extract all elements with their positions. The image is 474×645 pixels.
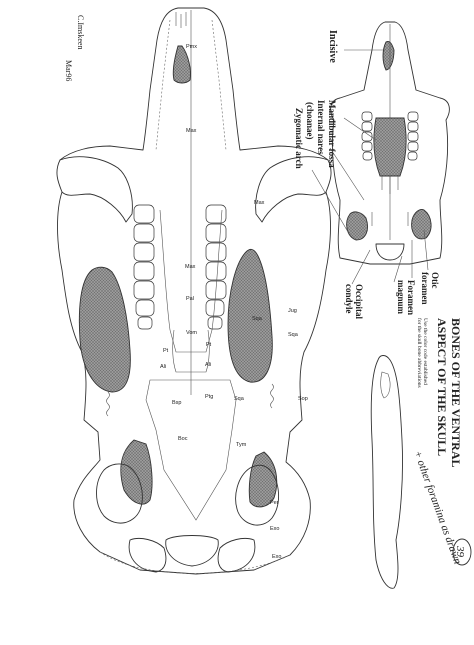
occipital-crest — [99, 551, 291, 574]
inset-label-internal-nares: Internal nares — [316, 100, 326, 155]
inset-label-occipital-1: Occipital — [354, 284, 364, 319]
right-tooth-row — [205, 204, 227, 330]
label-max-mid: Max — [186, 128, 197, 134]
main-skull — [56, 7, 332, 575]
left-temporal-opening — [78, 266, 131, 393]
snout-inner-right — [211, 19, 227, 151]
label-ptr: Pt — [206, 342, 212, 348]
instruction-line-1: Use the color code established — [422, 318, 428, 385]
title-line-1: BONES OF THE VENTRAL — [449, 318, 463, 467]
inset-outline — [330, 21, 450, 265]
label-bsp: Bsp — [172, 400, 181, 406]
label-sqa-lower: Sqa — [234, 396, 245, 402]
inset-left-teeth — [361, 111, 373, 161]
inset-label-foramen-2: magnum — [396, 280, 406, 315]
incisors-outline — [175, 12, 187, 28]
left-bulla — [96, 463, 143, 524]
inset-incisive-foramen — [382, 41, 395, 71]
inset-right-teeth — [407, 111, 419, 161]
inset-left-fossa — [346, 211, 368, 241]
inset-choanae — [373, 117, 407, 177]
choanae-outline — [172, 329, 210, 373]
inset-label-mandibular-fossa: Mandibular fossa — [327, 100, 337, 168]
right-suture — [270, 383, 274, 409]
right-zygomatic-arch — [255, 156, 329, 223]
left-tympanic-shade — [120, 439, 153, 505]
page-number-circle — [452, 538, 472, 566]
title-line-2: ASPECT OF THE SKULL — [435, 318, 449, 456]
label-tym: Tym — [236, 442, 247, 448]
left-zygomatic-arch — [59, 156, 133, 223]
small-skull-detail — [380, 371, 391, 399]
page-number: 39 — [454, 545, 466, 558]
inset-right-fossa — [411, 209, 432, 240]
palatine-outline — [159, 209, 223, 353]
left-occipital-condyle — [128, 537, 167, 573]
label-max-right: Max — [254, 200, 265, 206]
snout-inner-left — [155, 19, 171, 151]
inset-foramen-magnum — [375, 243, 405, 261]
label-pal: Pal — [186, 296, 194, 302]
label-per: Per — [270, 500, 279, 506]
inset-skull — [311, 21, 450, 285]
label-max-lower: Max — [185, 264, 196, 270]
right-occipital-condyle — [217, 537, 256, 573]
label-jug: Jug — [288, 308, 297, 314]
left-tooth-row — [133, 204, 155, 330]
inset-label-zygomatic-arch: Zygomatic arch — [294, 108, 304, 169]
inset-label-incisive: Incisive — [327, 30, 338, 63]
inset-label-foramen-1: Foramen — [406, 280, 416, 315]
label-pmx: Pmx — [186, 44, 197, 50]
label-ali-l: Ali — [160, 364, 166, 370]
label-ptl: Pt — [163, 348, 169, 354]
label-exo-lower: Exo — [272, 554, 281, 560]
label-sqa-far: Sqa — [288, 332, 299, 338]
left-suture — [106, 391, 110, 417]
label-exo-r: Exo — [270, 526, 279, 532]
right-tympanic-shade — [248, 451, 278, 508]
right-bulla — [235, 464, 279, 526]
date-text: Mar96 — [64, 60, 73, 81]
label-sop: Sop — [298, 396, 308, 402]
inset-label-otic-1: Otic — [430, 272, 440, 289]
inset-label-choanae: (choanae) — [305, 102, 315, 140]
inset-label-occipital-2: condyle — [344, 284, 354, 314]
bone-labels: Pmx Max Max Max Pal Vom Pt Pt Ali Ali Bs… — [160, 44, 308, 560]
label-vom: Vom — [186, 330, 197, 336]
basicranium-outline — [145, 379, 237, 521]
inset-arrows — [371, 176, 409, 226]
label-boc: Boc — [178, 436, 188, 442]
author-text: C.Imskeen — [76, 15, 85, 49]
incisive-foramen — [172, 45, 191, 84]
inset-leader-lines — [311, 49, 429, 285]
inset-label-otic-2: foramen — [420, 272, 430, 305]
foramen-magnum — [165, 535, 219, 567]
instruction-line-2: for the skull bone abbreviations — [416, 318, 423, 388]
right-temporal-opening — [227, 248, 273, 383]
small-skull-sketch — [370, 355, 403, 589]
label-ptg: Ptg — [205, 394, 213, 400]
label-ali-r: Ali — [205, 362, 211, 368]
label-sqa-r: Sqa — [252, 316, 263, 322]
